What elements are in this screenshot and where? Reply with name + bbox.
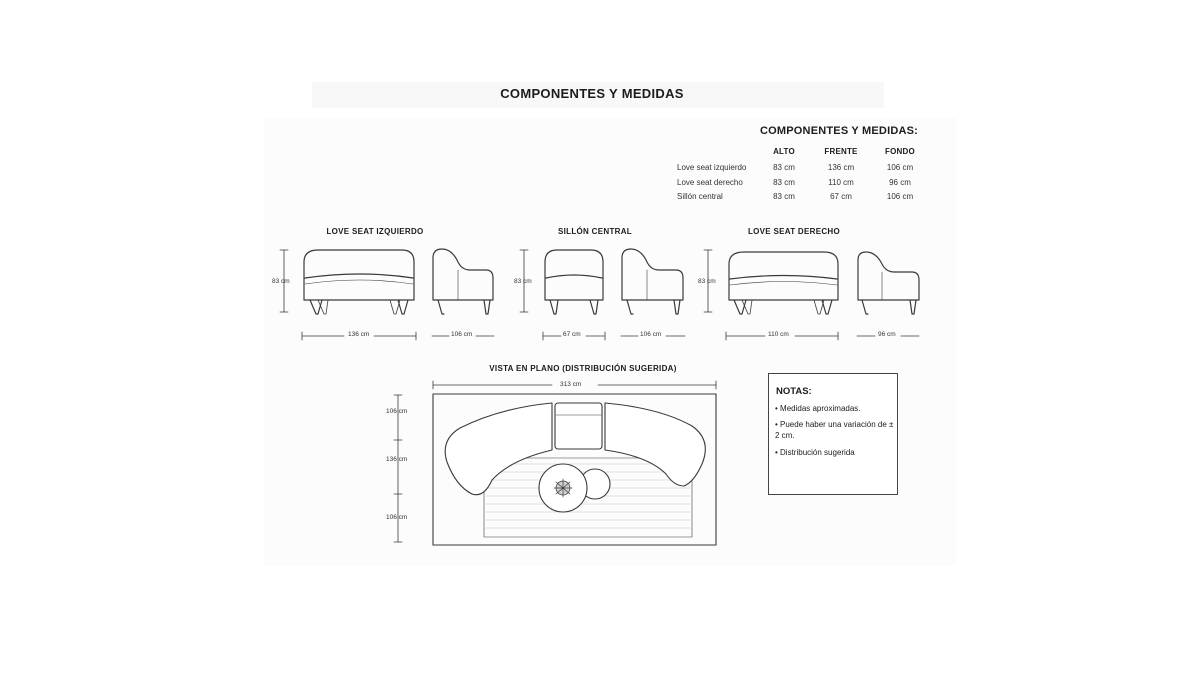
love-seat-right-front xyxy=(728,251,839,315)
row-alto: 83 cm xyxy=(773,178,795,187)
plan-love-seat-right xyxy=(604,402,706,487)
love-seat-right-side xyxy=(857,251,920,315)
col-alto: ALTO xyxy=(773,147,795,156)
notes-box xyxy=(768,373,898,495)
note-item: • Medidas aproximadas. xyxy=(775,404,861,413)
dim-center-depth: 106 cm xyxy=(640,331,662,338)
dim-center-height: 83 cm xyxy=(514,278,532,285)
row-fondo: 96 cm xyxy=(889,178,911,187)
plan-outline xyxy=(432,393,717,546)
dim-left-depth: 106 cm xyxy=(451,331,473,338)
right-height-dimension xyxy=(703,249,713,313)
dim-plan-v2: 136 cm xyxy=(386,456,408,463)
dim-plan-v1: 106 cm xyxy=(386,408,408,415)
page-title: COMPONENTES Y MEDIDAS xyxy=(500,86,684,101)
center-height-dimension xyxy=(519,249,529,313)
dim-right-front: 110 cm xyxy=(768,331,789,338)
dim-plan-width: 313 cm xyxy=(560,381,582,388)
plan-central-chair xyxy=(554,402,603,450)
table-title: COMPONENTES Y MEDIDAS: xyxy=(760,125,919,137)
section-title-right: LOVE SEAT DERECHO xyxy=(747,227,841,236)
plant-icon xyxy=(553,478,573,498)
dim-right-height: 83 cm xyxy=(698,278,716,285)
col-fondo: FONDO xyxy=(885,147,915,156)
section-title-center: SILLÓN CENTRAL xyxy=(558,227,632,236)
row-name: Love seat derecho xyxy=(677,178,743,187)
plan-love-seat-left xyxy=(444,402,553,496)
love-seat-left-front xyxy=(303,249,415,315)
note-item: • Distribución sugerida xyxy=(775,448,855,457)
notes-title: NOTAS: xyxy=(776,386,812,397)
love-seat-left-side xyxy=(432,248,494,315)
section-title-left: LOVE SEAT IZQUIERDO xyxy=(326,227,424,236)
elevation-dimension-lines xyxy=(301,331,920,341)
plan-vertical-dimension xyxy=(393,394,403,543)
rug xyxy=(483,457,693,538)
dim-left-height: 83 cm xyxy=(272,278,290,285)
central-chair-side xyxy=(621,248,684,315)
dim-left-front: 136 cm xyxy=(348,331,370,338)
row-name: Sillón central xyxy=(677,192,723,201)
left-height-dimension xyxy=(279,249,289,313)
row-alto: 83 cm xyxy=(773,163,795,172)
dim-right-depth: 96 cm xyxy=(878,331,896,338)
central-chair-front xyxy=(544,249,604,315)
row-frente: 110 cm xyxy=(828,178,854,187)
row-frente: 136 cm xyxy=(827,163,855,172)
col-frente: FRENTE xyxy=(824,147,858,156)
dim-plan-v3: 106 cm xyxy=(386,514,408,521)
plan-title: VISTA EN PLANO (DISTRIBUCIÓN SUGERIDA) xyxy=(489,364,677,373)
row-frente: 67 cm xyxy=(830,192,852,201)
title-band xyxy=(312,82,884,108)
row-fondo: 106 cm xyxy=(886,163,914,172)
row-fondo: 106 cm xyxy=(886,192,914,201)
row-name: Love seat izquierdo xyxy=(677,163,747,172)
dim-center-front: 67 cm xyxy=(563,331,581,338)
note-item: • Puede haber una variación de ± 2 cm. xyxy=(775,420,894,440)
plan-width-dimension xyxy=(432,380,717,390)
row-alto: 83 cm xyxy=(773,192,795,201)
